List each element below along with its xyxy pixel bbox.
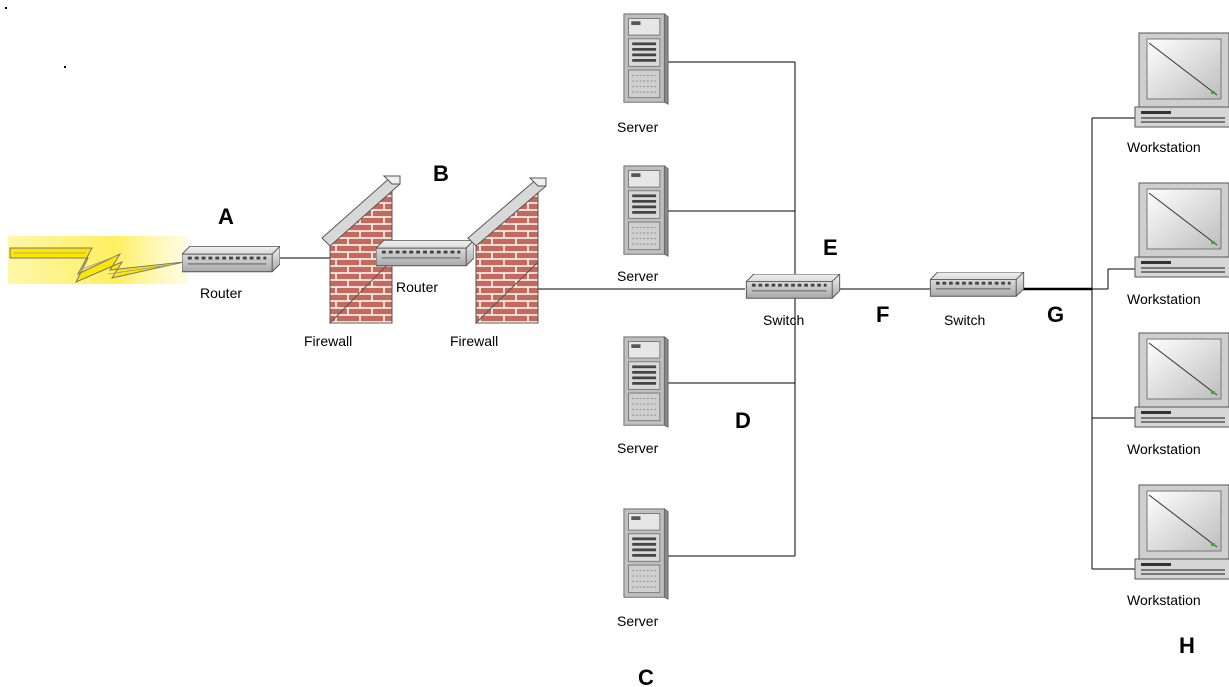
workstation-3-label: Workstation [1127, 441, 1201, 457]
point-h-label: H [1179, 633, 1195, 658]
point-b-label: B [433, 161, 449, 186]
server-1-icon [623, 13, 669, 105]
server-2-icon [623, 165, 669, 257]
server-2-label: Server [617, 268, 659, 284]
point-e-label: E [823, 235, 838, 260]
router-b-icon [376, 240, 474, 268]
workstation-2-icon [1134, 182, 1229, 278]
switch-2-label: Switch [944, 312, 985, 328]
server-3-icon [623, 336, 669, 428]
point-a-label: A [218, 204, 234, 229]
stray-dot [64, 66, 66, 68]
server-4-label: Server [617, 613, 659, 629]
stray-dot [5, 7, 7, 9]
wan-lightning-icon [8, 236, 188, 284]
firewall-2-icon [467, 177, 547, 325]
connection-lines [280, 61, 1135, 570]
workstation-3-icon [1134, 332, 1229, 428]
switch-1-icon [744, 274, 842, 300]
switch-2-icon [928, 272, 1026, 298]
server-1-label: Server [617, 119, 659, 135]
router-a-label: Router [200, 285, 242, 301]
firewall-2-label: Firewall [450, 333, 498, 349]
firewall-1-label: Firewall [304, 333, 352, 349]
workstation-1-label: Workstation [1127, 139, 1201, 155]
switch-1-label: Switch [763, 312, 804, 328]
workstation-1-icon [1134, 32, 1229, 128]
point-g-label: G [1047, 302, 1064, 327]
point-f-label: F [876, 302, 889, 327]
point-c-label: C [638, 665, 654, 687]
workstation-4-label: Workstation [1127, 592, 1201, 608]
workstation-2-label: Workstation [1127, 291, 1201, 307]
server-4-icon [623, 508, 669, 600]
workstation-4-icon [1134, 484, 1229, 580]
router-b-label: Router [396, 279, 438, 295]
point-d-label: D [735, 408, 751, 433]
router-a-icon [182, 246, 280, 274]
server-3-label: Server [617, 440, 659, 456]
